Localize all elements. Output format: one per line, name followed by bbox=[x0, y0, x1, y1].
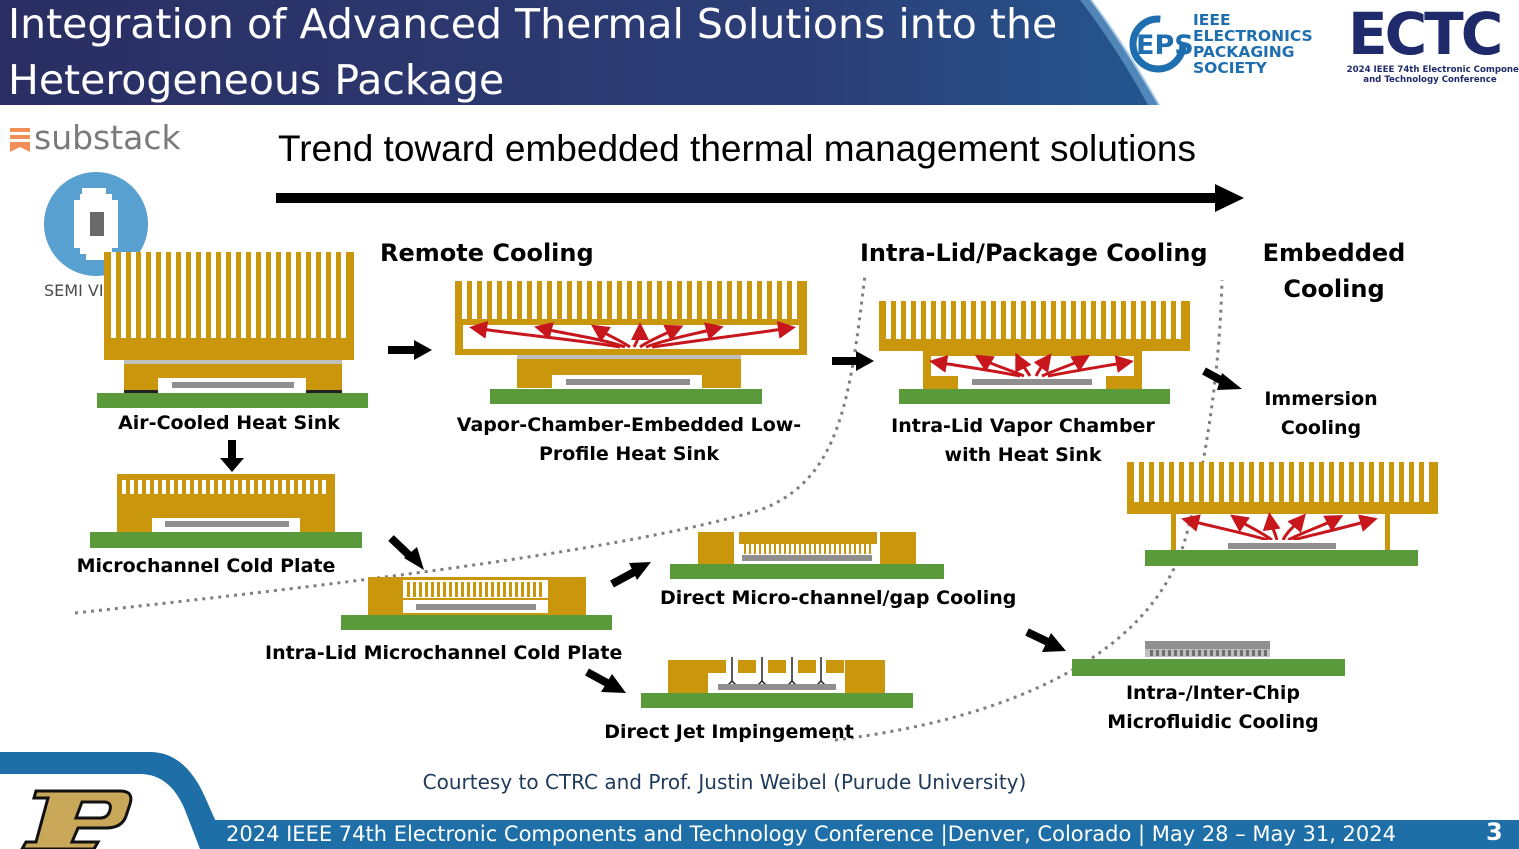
page-number: 3 bbox=[1486, 818, 1503, 846]
eps-mark: EPS bbox=[1136, 30, 1194, 61]
eps-line2: ELECTRONICS bbox=[1193, 27, 1313, 45]
divider-remote-intra bbox=[74, 274, 867, 615]
eps-line3: PACKAGING bbox=[1193, 43, 1295, 61]
footer-conference-text: 2024 IEEE 74th Electronic Components and… bbox=[226, 822, 1397, 846]
slide-title-line2: Heterogeneous Package bbox=[8, 56, 505, 104]
label-microchannel: Microchannel Cold Plate bbox=[76, 555, 336, 577]
intra-lid-vapor-chamber-diagram bbox=[879, 301, 1190, 404]
arrow-vapor-to-intra-lid bbox=[832, 351, 874, 371]
embedded-cooling-heading-line2: Cooling bbox=[1283, 275, 1385, 303]
label-direct-jet: Direct Jet Impingement bbox=[604, 721, 854, 743]
arrow-intra-lid-to-jet bbox=[585, 668, 626, 693]
embedded-cooling-heading-line1: Embedded bbox=[1262, 239, 1406, 267]
label-vapor-line1: Vapor-Chamber-Embedded Low- bbox=[456, 414, 802, 436]
label-direct-microchannel: Direct Micro-channel/gap Cooling bbox=[660, 587, 1017, 609]
ectc-caption-line2: and Technology Conference bbox=[1363, 75, 1497, 85]
direct-jet-impingement-diagram bbox=[641, 657, 913, 708]
label-intra-vc-line2: with Heat Sink bbox=[944, 444, 1102, 466]
label-intra-lid-microchannel: Intra-Lid Microchannel Cold Plate bbox=[265, 642, 623, 664]
arrow-microchannel-to-intra-lid bbox=[388, 535, 424, 570]
trend-arrow bbox=[276, 184, 1244, 212]
footer-banner bbox=[0, 752, 1519, 849]
arrow-to-immersion bbox=[1202, 367, 1242, 390]
arrow-intra-lid-to-direct-micro bbox=[610, 562, 651, 588]
slide-title: Integration of Advanced Thermal Solution… bbox=[8, 0, 1057, 108]
microchannel-cold-plate-diagram bbox=[90, 474, 362, 548]
label-immersion-line1: Immersion bbox=[1264, 388, 1378, 410]
substack-watermark: substack bbox=[10, 120, 182, 157]
label-intra-vc-line1: Intra-Lid Vapor Chamber bbox=[891, 415, 1155, 437]
immersion-cooling-diagram bbox=[1127, 462, 1438, 566]
label-microfluidic-line1: Intra-/Inter-Chip bbox=[1125, 682, 1301, 704]
ieee-eps-logo: EPS IEEE ELECTRONICS PACKAGING SOCIETY bbox=[1129, 11, 1313, 77]
substack-text: substack bbox=[34, 120, 182, 157]
credit-line: Courtesy to CTRC and Prof. Justin Weibel… bbox=[422, 770, 1027, 794]
eps-line4: SOCIETY bbox=[1193, 59, 1268, 77]
label-air-cooled: Air-Cooled Heat Sink bbox=[118, 412, 340, 434]
ectc-logo-text: ECTC bbox=[1348, 0, 1500, 68]
arrow-to-microfluidic bbox=[1025, 628, 1066, 652]
label-microfluidic-line2: Microfluidic Cooling bbox=[1107, 711, 1319, 733]
arrow-air-to-vapor bbox=[388, 340, 432, 360]
ectc-logo: ECTC The 2024 IEEE 74th Electronic Compo… bbox=[1344, 0, 1519, 85]
eps-line1: IEEE bbox=[1193, 11, 1231, 29]
remote-cooling-heading: Remote Cooling bbox=[380, 239, 594, 267]
slide-title-line1: Integration of Advanced Thermal Solution… bbox=[8, 0, 1058, 48]
vapor-chamber-heat-sink-diagram bbox=[455, 281, 807, 404]
label-vapor-line2: Profile Heat Sink bbox=[538, 443, 720, 465]
intra-lid-microchannel-diagram bbox=[341, 577, 612, 630]
direct-microchannel-diagram bbox=[670, 532, 944, 579]
air-cooled-heat-sink-diagram bbox=[97, 252, 368, 408]
arrow-air-to-microchannel bbox=[220, 440, 244, 472]
ectc-caption-line1: The 2024 IEEE 74th Electronic Components bbox=[1344, 65, 1519, 75]
purdue-logo bbox=[20, 789, 133, 849]
label-immersion-line2: Cooling bbox=[1280, 417, 1362, 439]
header-banner bbox=[0, 0, 1519, 105]
intra-chip-microfluidic-diagram bbox=[1072, 641, 1345, 676]
trend-heading: Trend toward embedded thermal management… bbox=[278, 128, 1196, 169]
intra-cooling-heading: Intra-Lid/Package Cooling bbox=[860, 239, 1208, 267]
